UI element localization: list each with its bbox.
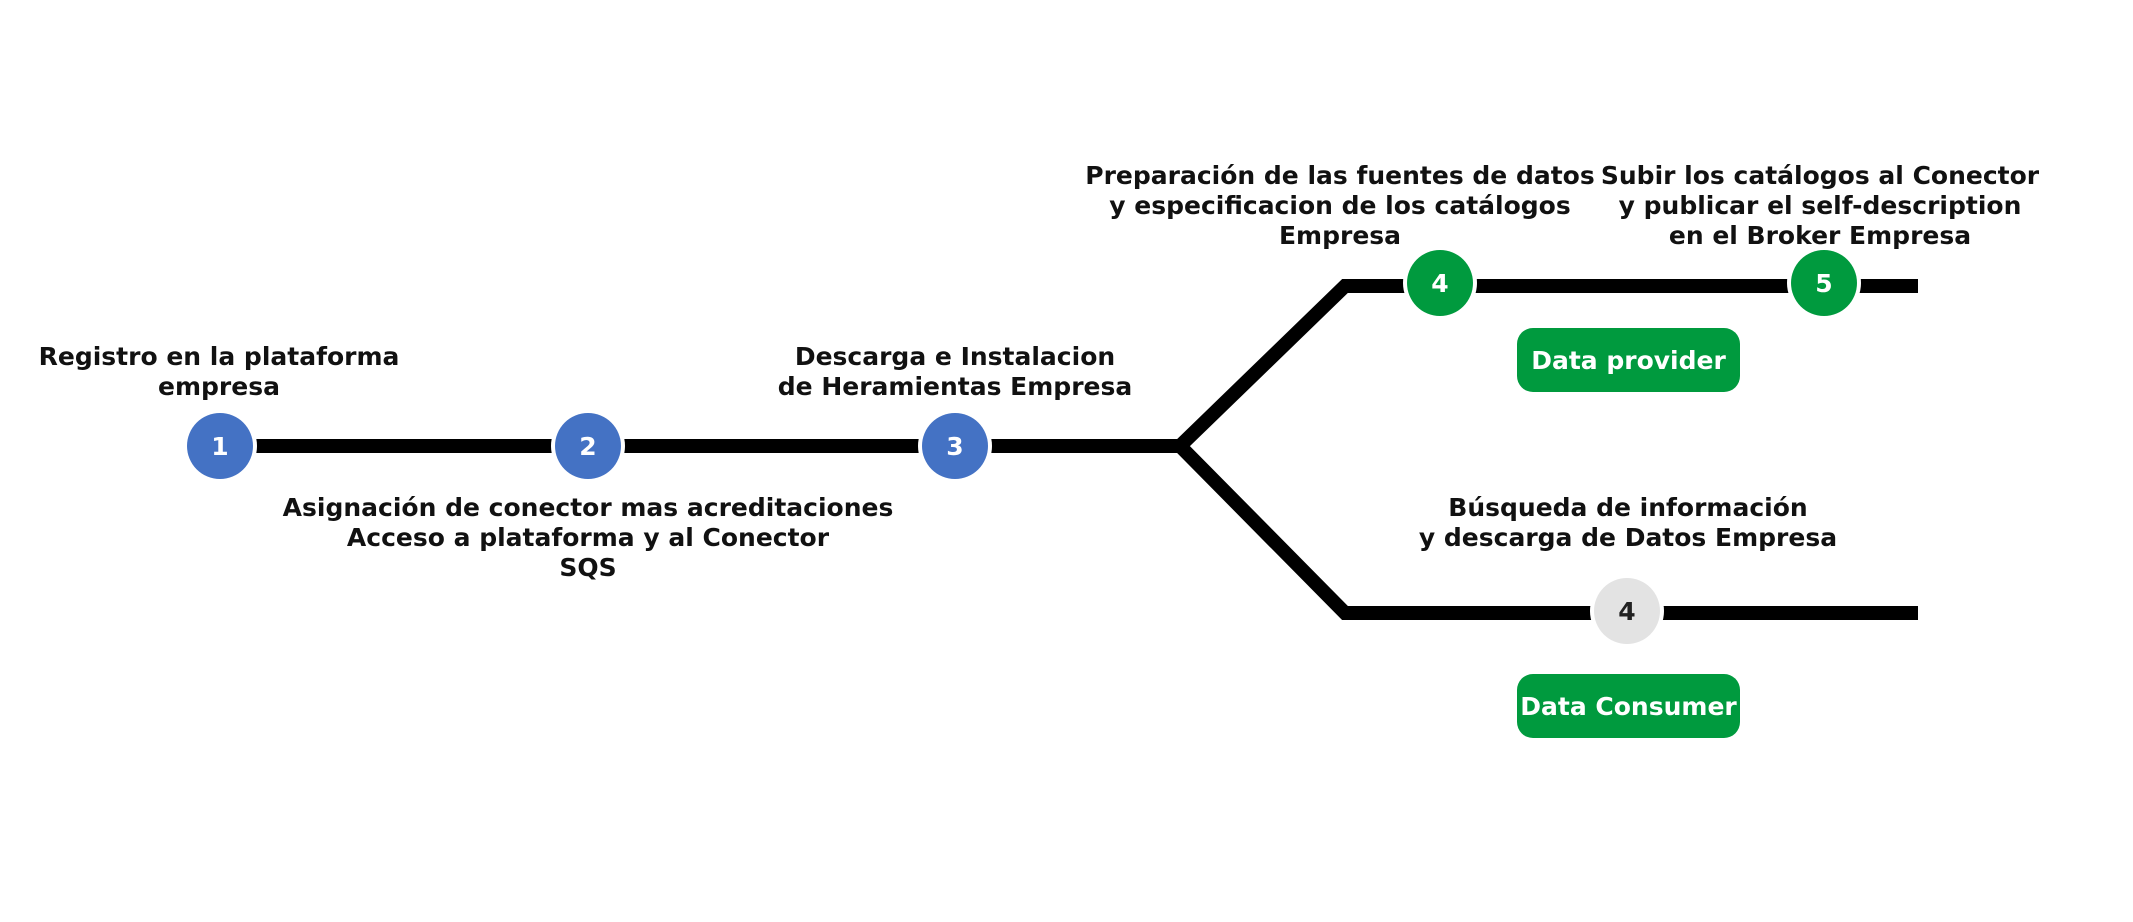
step-3-label: Descarga e Instalacion de Heramientas Em… [777,342,1133,401]
step-1-number: 1 [211,431,229,461]
consumer-branch-line [1175,441,1918,620]
provider-step-5-number: 5 [1815,268,1833,298]
step-1-node: 1 [187,413,253,479]
step-3-number: 3 [946,431,964,461]
provider-step-5-node: 5 [1791,250,1857,316]
provider-step-5-label: Subir los catálogos al Conector y public… [1600,161,2040,250]
data-provider-badge: Data provider [1517,328,1740,392]
provider-branch-line [1175,279,1918,452]
step-2-number: 2 [579,431,597,461]
provider-step-4-node: 4 [1407,250,1473,316]
step-3-node: 3 [922,413,988,479]
step-2-label: Asignación de conector mas acreditacione… [282,493,894,582]
step-1-label: Registro en la plataforma empresa [38,342,400,401]
provider-step-4-number: 4 [1431,268,1449,298]
consumer-step-4-node: 4 [1594,578,1660,644]
data-consumer-badge: Data Consumer [1517,674,1740,738]
provider-step-4-label: Preparación de las fuentes de datos y es… [1085,161,1595,250]
consumer-step-4-label: Búsqueda de información y descarga de Da… [1418,493,1838,552]
consumer-step-4-number: 4 [1618,596,1636,626]
step-2-node: 2 [555,413,621,479]
